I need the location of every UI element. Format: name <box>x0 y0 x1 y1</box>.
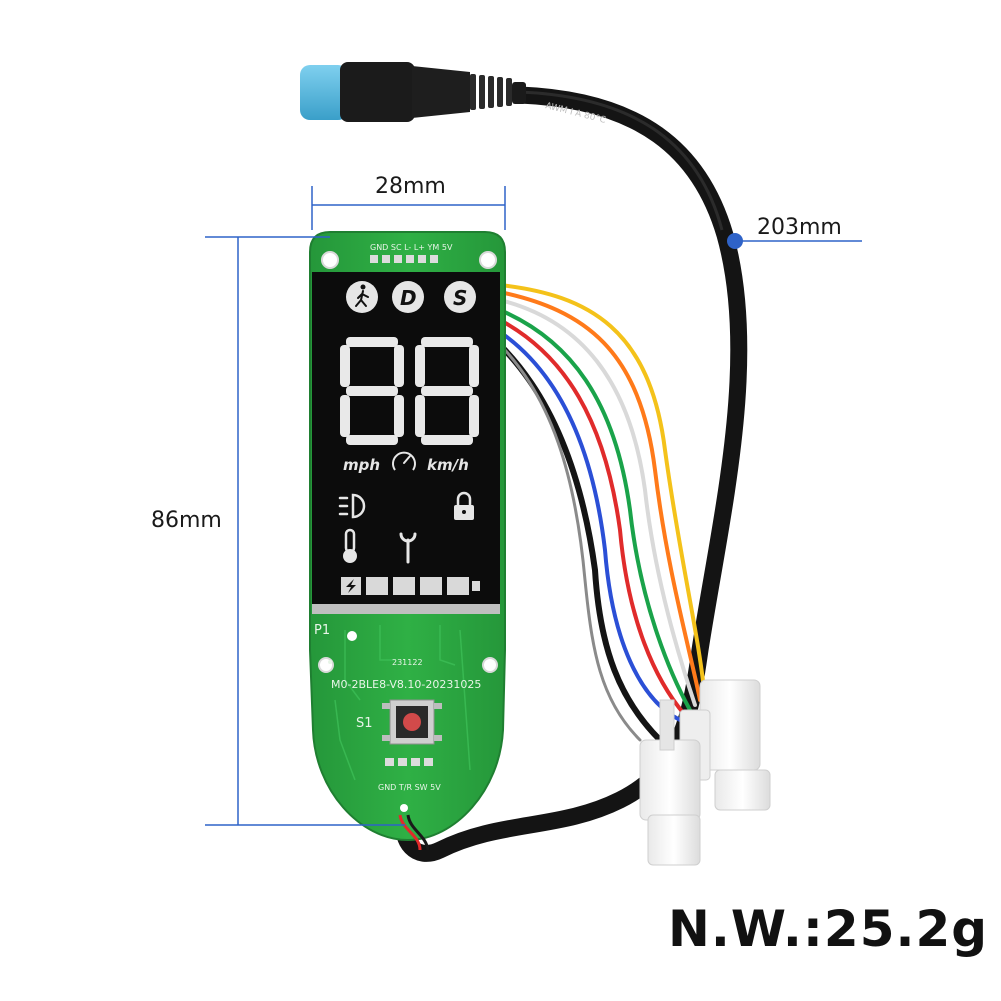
wire-plugs <box>639 679 771 866</box>
switch-label: S1 <box>356 716 373 731</box>
lock-icon <box>454 491 474 520</box>
tact-switch <box>382 699 442 745</box>
width-dimension <box>311 186 506 230</box>
headlight-icon <box>338 493 366 519</box>
battery-icon <box>341 577 480 595</box>
pcb-board: GND SC L- L+ YM 5V P1 231122 M0-2BLE8-V8… <box>0 0 506 851</box>
sport-mode-s-icon: S <box>444 281 476 313</box>
unit-mph: mph <box>343 456 380 474</box>
speed-digits-value: 88 <box>0 0 2 1</box>
wrench-icon <box>399 532 417 564</box>
cable-connector <box>300 62 526 122</box>
lightning-icon <box>346 579 356 593</box>
model-code: M0-2BLE8-V8.10-20231025 <box>331 678 481 691</box>
thermometer-icon <box>343 528 357 563</box>
svg-text:D: D <box>400 286 417 310</box>
cable-label: 203mm <box>757 215 842 240</box>
width-label: 28mm <box>375 174 446 199</box>
height-dimension <box>205 236 405 826</box>
bottom-pin-label: GND T/R SW 5V <box>378 783 441 792</box>
cable-measure-point <box>727 233 743 249</box>
top-pin-label: GND SC L- L+ YM 5V <box>370 243 453 252</box>
speed-digits <box>340 337 479 445</box>
walk-mode-icon <box>346 281 378 313</box>
display-panel: D S <box>0 0 500 614</box>
height-label: 86mm <box>151 508 222 533</box>
unit-kmh: km/h <box>427 456 469 474</box>
date-code: 231122 <box>392 658 423 667</box>
net-weight-label: N.W.:25.2g <box>668 900 989 958</box>
cable-dimension <box>727 233 862 249</box>
p1-marker: P1 <box>314 623 330 638</box>
colored-wires <box>497 283 707 743</box>
drive-mode-d-icon: D <box>392 281 424 313</box>
speedometer-icon <box>392 451 416 471</box>
svg-text:S: S <box>453 286 467 310</box>
